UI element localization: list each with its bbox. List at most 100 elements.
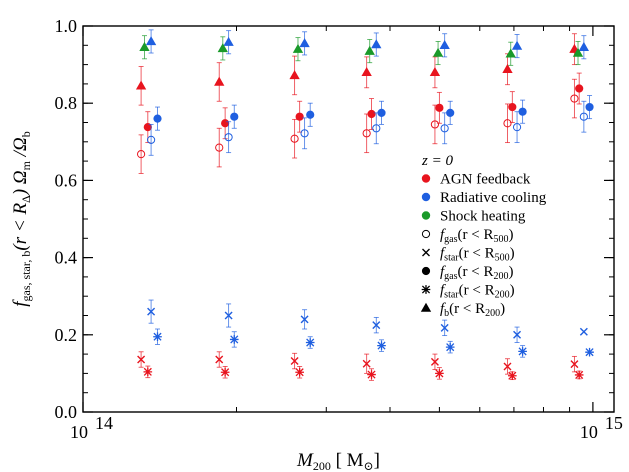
- series-radiative-cooling-triangle: [145, 29, 590, 60]
- data-point: [153, 114, 162, 123]
- data-point: [430, 120, 440, 129]
- data-point: [292, 43, 304, 53]
- data-point: [371, 39, 382, 49]
- data-point: [224, 311, 233, 320]
- data-point: [574, 370, 584, 380]
- data-point: [362, 129, 371, 138]
- legend-entry-label: Shock heating: [440, 209, 526, 225]
- data-point: [377, 341, 386, 350]
- data-layer: [135, 29, 594, 381]
- data-point: [575, 84, 584, 93]
- data-point: [508, 371, 517, 381]
- data-point: [136, 150, 146, 159]
- data-point: [290, 357, 299, 366]
- data-point: [570, 94, 579, 103]
- x-tick-label-exponent: 14: [95, 413, 113, 433]
- data-point: [145, 36, 157, 46]
- data-point: [432, 47, 444, 57]
- legend-marker-label: fb(r < R200): [440, 301, 505, 319]
- data-point: [153, 332, 162, 342]
- y-tick-label: 0.6: [55, 170, 78, 190]
- data-point: [570, 360, 579, 369]
- data-point: [585, 347, 594, 357]
- data-point: [512, 123, 522, 132]
- data-point: [137, 355, 146, 364]
- data-point: [364, 45, 375, 55]
- legend-marker-open-circle: [421, 229, 431, 239]
- data-point: [367, 109, 376, 119]
- data-point: [505, 48, 516, 58]
- data-point: [215, 143, 224, 152]
- series-radiative-cooling-filled-circle: [153, 95, 594, 131]
- data-point: [377, 108, 386, 117]
- data-point: [290, 134, 299, 143]
- y-tick-label: 0.4: [55, 248, 78, 268]
- data-point: [372, 321, 381, 330]
- data-point: [289, 70, 300, 80]
- data-point: [224, 133, 233, 142]
- data-point: [518, 107, 527, 116]
- legend-color-swatch: [421, 211, 431, 220]
- y-tick-label: 0.2: [55, 325, 78, 345]
- legend-color-swatch: [421, 174, 431, 183]
- data-point: [435, 369, 444, 378]
- data-point: [139, 41, 150, 51]
- legend-marker-triangle: [420, 302, 432, 312]
- data-point: [147, 307, 156, 316]
- data-point: [503, 119, 512, 128]
- legend-marker-label: fstar(r < R200): [440, 283, 515, 301]
- data-point: [511, 40, 523, 50]
- series-radiative-cooling-open-circle: [146, 100, 588, 156]
- data-point: [439, 39, 450, 50]
- data-point: [305, 338, 315, 347]
- data-point: [579, 327, 588, 336]
- x-tick-label: 10: [580, 422, 598, 442]
- data-point: [143, 367, 153, 377]
- data-point: [135, 80, 147, 90]
- data-point: [362, 359, 371, 368]
- data-point: [430, 357, 439, 366]
- data-point: [513, 330, 522, 339]
- axis-labels: M200 [ M⊙] fgas, star, b(r < RΔ) Ωm /Ωb: [10, 131, 380, 472]
- data-point: [217, 43, 228, 53]
- data-point: [435, 103, 444, 112]
- data-point: [300, 129, 309, 138]
- y-axis-label: fgas, star, b(r < RΔ) Ωm /Ωb: [10, 131, 33, 306]
- data-point: [215, 355, 224, 364]
- data-point: [518, 347, 527, 356]
- data-point: [223, 36, 234, 46]
- y-tick-label: 0.0: [55, 402, 78, 422]
- data-point: [295, 112, 304, 121]
- x-axis-label: M200 [ M⊙]: [296, 450, 380, 472]
- data-point: [429, 67, 441, 77]
- series-agn-feedback-asterisk: [143, 365, 584, 381]
- plot-frame-layer: [82, 25, 615, 413]
- data-point: [440, 323, 449, 332]
- data-point: [445, 342, 455, 352]
- legend-marker-label: fstar(r < R500): [440, 246, 515, 264]
- legend-marker-filled-circle: [421, 266, 431, 276]
- legend-marker-label: fgas(r < R200): [440, 264, 513, 282]
- data-point: [221, 119, 230, 128]
- series-agn-feedback-triangle: [135, 33, 580, 106]
- legend-marker-label: fgas(r < R500): [440, 227, 513, 245]
- data-point: [440, 124, 449, 133]
- data-point: [214, 76, 225, 86]
- data-point: [372, 124, 381, 133]
- series-radiative-cooling-asterisk: [153, 328, 594, 358]
- data-point: [229, 335, 239, 344]
- data-point: [295, 367, 304, 377]
- data-point: [306, 110, 315, 119]
- data-point: [572, 47, 584, 57]
- data-point: [299, 38, 310, 48]
- x-tick-label-exponent: 15: [605, 413, 623, 433]
- series-radiative-cooling-x: [147, 299, 588, 343]
- data-point: [146, 135, 156, 144]
- data-point: [585, 102, 594, 112]
- data-point: [220, 367, 230, 377]
- data-point: [230, 112, 239, 121]
- data-point: [361, 67, 372, 77]
